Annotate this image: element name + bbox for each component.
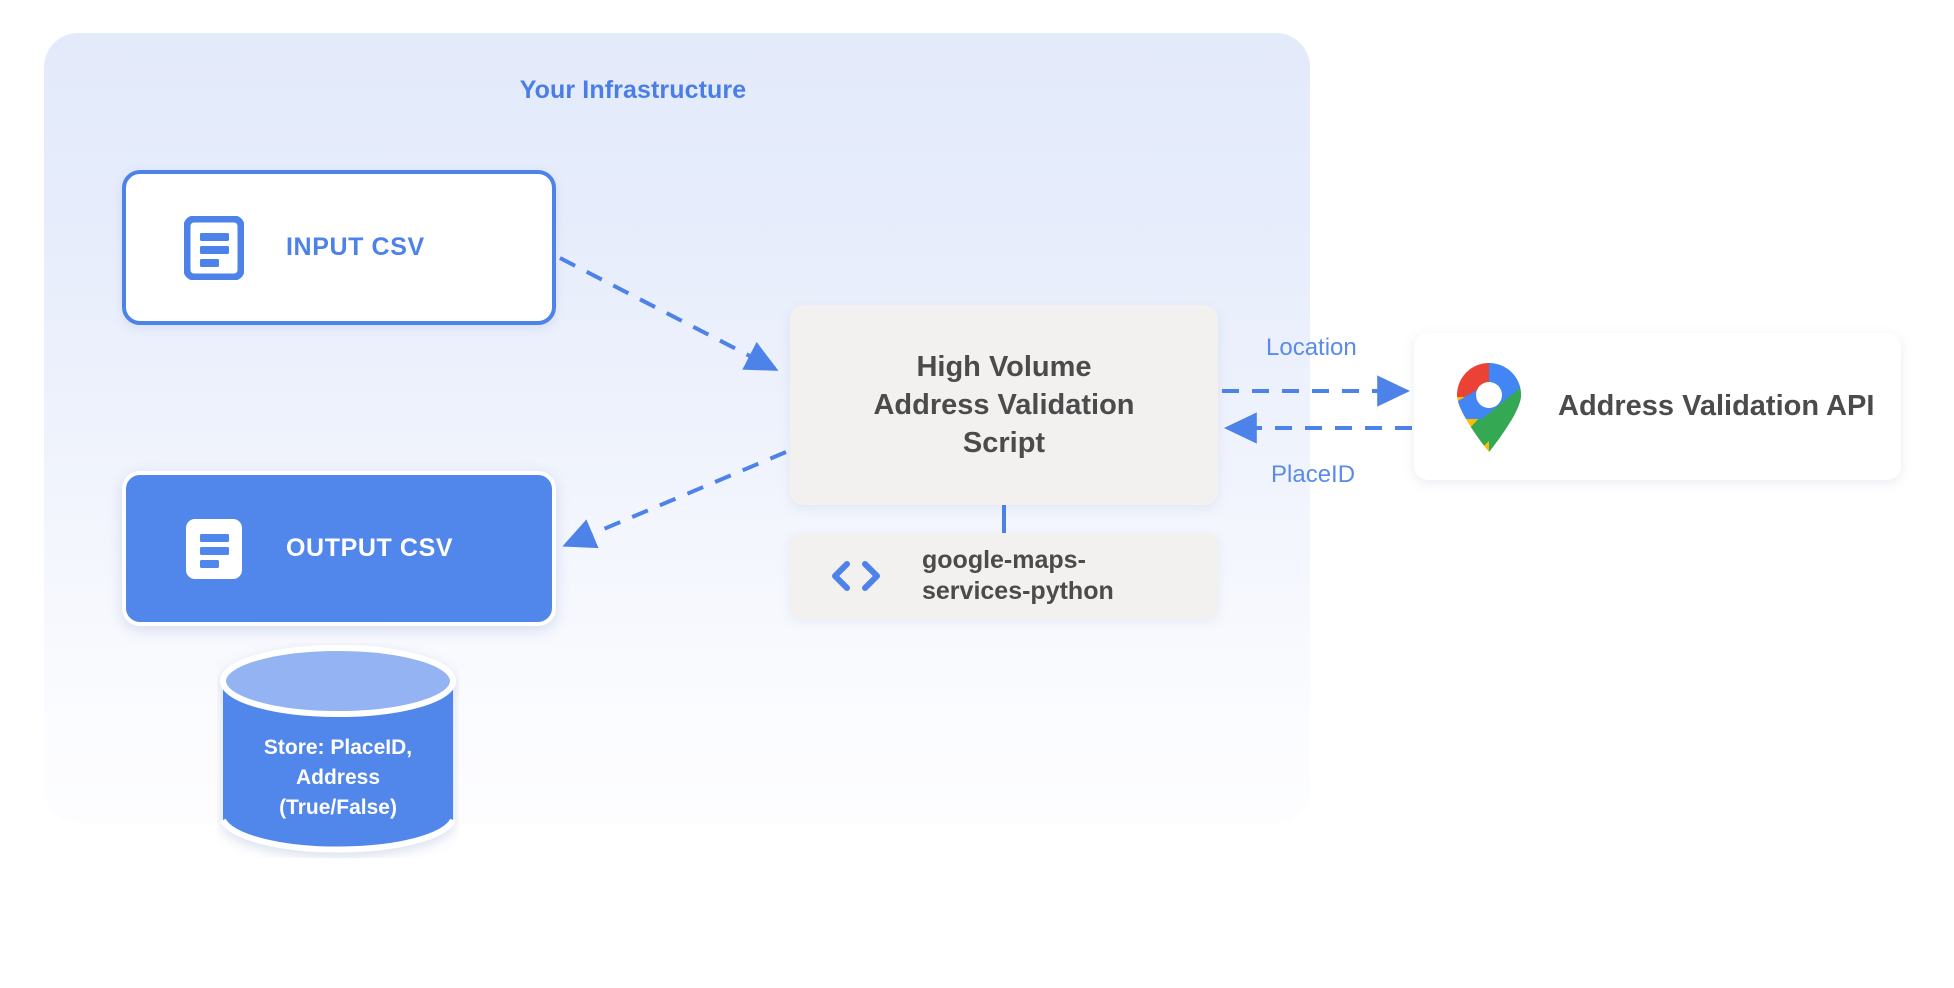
output-csv-node[interactable]: OUTPUT CSV bbox=[122, 471, 556, 626]
input-csv-node[interactable]: INPUT CSV bbox=[122, 170, 556, 325]
panel-title: Your Infrastructure bbox=[519, 76, 747, 104]
script-node[interactable]: High Volume Address Validation Script bbox=[790, 305, 1218, 505]
library-line-2: services-python bbox=[922, 576, 1114, 605]
input-csv-label: INPUT CSV bbox=[286, 233, 425, 261]
library-node[interactable]: google-maps- services-python bbox=[790, 533, 1218, 618]
api-label: Address Validation API bbox=[1558, 390, 1875, 422]
script-line-2: Address Validation bbox=[873, 388, 1135, 421]
edge-label-placeid: PlaceID bbox=[1271, 461, 1356, 488]
google-maps-pin-icon bbox=[1457, 362, 1521, 452]
code-brackets-icon bbox=[832, 560, 880, 591]
address-validation-api-node[interactable]: Address Validation API bbox=[1414, 333, 1901, 480]
library-label: google-maps- services-python bbox=[922, 545, 1114, 607]
edge-label-location: Location bbox=[1266, 334, 1357, 361]
database-cylinder-icon[interactable] bbox=[217, 643, 459, 858]
library-line-1: google-maps- bbox=[922, 545, 1086, 574]
script-line-3: Script bbox=[962, 427, 1046, 460]
document-icon bbox=[186, 518, 242, 579]
script-line-1: High Volume bbox=[916, 350, 1092, 383]
document-icon bbox=[184, 215, 244, 280]
output-csv-label: OUTPUT CSV bbox=[286, 534, 454, 562]
